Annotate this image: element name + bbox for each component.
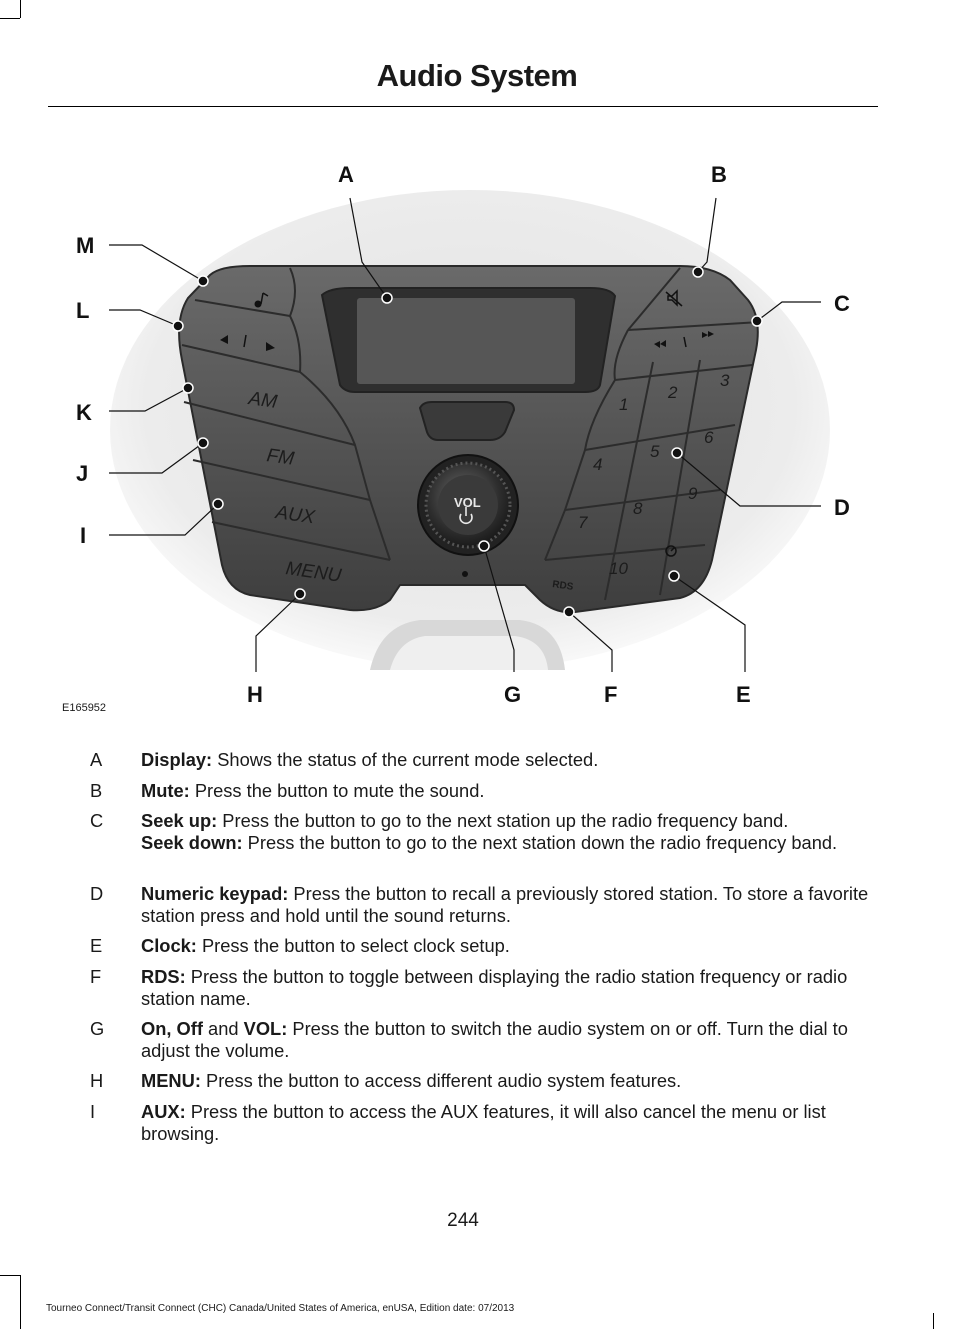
item-term: On, Off (141, 1018, 203, 1039)
callout-a: A (338, 162, 354, 187)
item-text: Press the button to recall a previously … (141, 883, 869, 926)
audio-system-figure: AM FM AUX MENU RDS VOL 1 2 3 4 5 6 7 8 9… (76, 162, 850, 707)
right-button-bank (544, 267, 761, 601)
callout-i: I (80, 523, 86, 548)
vol-knob-label: VOL (454, 495, 481, 510)
item-text: Press the button to select clock setup. (196, 935, 510, 956)
item-text: Press the button to go to the next stati… (242, 832, 838, 853)
item-letter: B (90, 780, 103, 801)
callout-k: K (76, 400, 92, 425)
preset-key-2[interactable]: 2 (667, 383, 678, 402)
power-icon (459, 507, 473, 525)
preset-key-8[interactable]: 8 (633, 499, 643, 518)
preset-key-1[interactable]: 1 (619, 395, 628, 414)
music-note-icon[interactable] (254, 292, 269, 308)
volume-knob[interactable] (417, 454, 519, 556)
item-letter: F (90, 966, 102, 987)
item-text: Press the button to access different aud… (200, 1070, 682, 1091)
callout-j: J (76, 461, 88, 486)
item-text: Press the button to toggle between displ… (141, 966, 848, 1009)
item-term: VOL: (243, 1018, 288, 1039)
item-term: AUX: (141, 1101, 186, 1122)
seek-left-icon[interactable] (220, 334, 275, 351)
item-text: Press the button to access the AUX featu… (141, 1101, 826, 1144)
crop-mark (20, 1275, 21, 1329)
display[interactable] (320, 287, 617, 393)
callout-h: H (247, 682, 263, 707)
callout-f: F (604, 682, 617, 707)
crop-mark (0, 18, 20, 19)
crop-mark (0, 1275, 20, 1276)
item-term: Display: (141, 749, 213, 770)
preset-key-4[interactable]: 4 (593, 455, 602, 474)
callout-c: C (834, 291, 850, 316)
item-term: Seek up: (141, 810, 218, 831)
preset-key-5[interactable]: 5 (650, 442, 660, 461)
preset-key-9[interactable]: 9 (688, 484, 698, 503)
item-text: Press the button to switch the audio sys… (141, 1018, 848, 1061)
crop-mark (20, 0, 21, 18)
callout-d: D (834, 495, 850, 520)
item-letter: D (90, 883, 104, 904)
item-text: and (202, 1018, 244, 1039)
callout-m: M (76, 233, 94, 258)
item-letter: A (90, 749, 103, 770)
preset-key-6[interactable]: 6 (704, 428, 714, 447)
callout-l: L (76, 298, 89, 323)
item-text: Press the button to mute the sound. (189, 780, 485, 801)
clock-icon[interactable] (665, 545, 677, 557)
title-rule (48, 106, 878, 107)
preset-key-3[interactable]: 3 (720, 371, 730, 390)
item-term: Clock: (141, 935, 197, 956)
callout-g: G (504, 682, 521, 707)
fm-button-label[interactable]: FM (265, 445, 295, 470)
page-number: 244 (447, 1210, 479, 1231)
callout-leaders (109, 197, 821, 672)
item-term: RDS: (141, 966, 186, 987)
preset-key-7[interactable]: 7 (578, 513, 588, 532)
item-term: MENU: (141, 1070, 201, 1091)
seek-right-icon[interactable] (654, 331, 714, 348)
item-letter: I (90, 1101, 96, 1122)
item-term: Numeric keypad: (141, 883, 289, 904)
item-letter: E (90, 935, 103, 956)
callout-dots (172, 266, 763, 618)
crop-mark (933, 1313, 934, 1329)
rds-button-label[interactable]: RDS (552, 579, 575, 593)
item-letter: C (90, 810, 104, 831)
edition-footer: Tourneo Connect/Transit Connect (CHC) Ca… (46, 1303, 515, 1314)
item-term: Seek down: (141, 832, 243, 853)
left-button-bank (181, 267, 391, 561)
callout-b: B (711, 162, 727, 187)
mute-icon[interactable] (665, 289, 683, 307)
item-letter: H (90, 1070, 104, 1091)
item-letter: G (90, 1018, 105, 1039)
am-button-label[interactable]: AM (246, 388, 278, 413)
eject-slot (418, 401, 516, 441)
item-term: Mute: (141, 780, 190, 801)
preset-key-10[interactable]: 10 (609, 559, 628, 578)
item-text: Shows the status of the current mode sel… (212, 749, 599, 770)
page-title: Audio System (376, 58, 578, 93)
item-text: Press the button to go to the next stati… (217, 810, 789, 831)
callout-e: E (736, 682, 751, 707)
figure-id: E165952 (62, 702, 107, 714)
